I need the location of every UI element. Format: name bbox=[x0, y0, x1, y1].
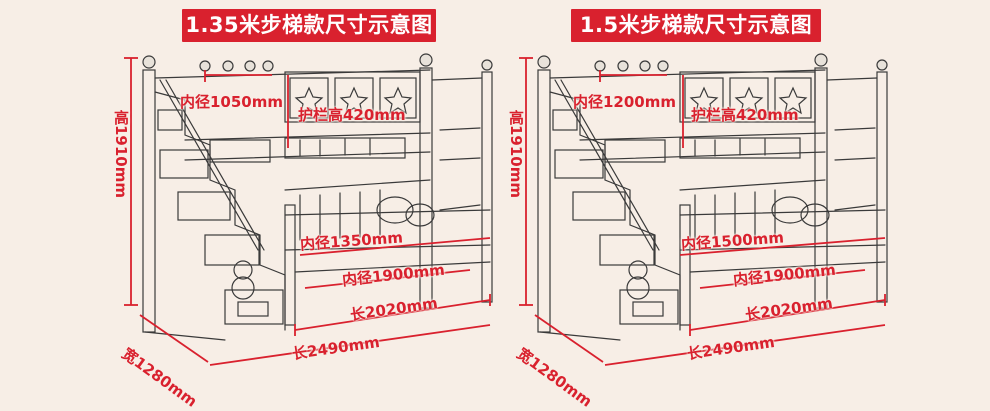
inner-diameter-top-label: 内径1050mm bbox=[180, 93, 284, 111]
diagram-panel-135: 1.35米步梯款尺寸示意图 bbox=[0, 0, 495, 411]
guardrail-height-label: 护栏高420mm bbox=[691, 106, 799, 124]
panel-title: 1.5米步梯款尺寸示意图 bbox=[571, 9, 821, 42]
panel-title: 1.35米步梯款尺寸示意图 bbox=[182, 9, 436, 42]
height-label: 高1910mm bbox=[112, 110, 130, 199]
inner-diameter-top-label: 内径1200mm bbox=[573, 93, 677, 111]
bunk-bed-sketch bbox=[124, 53, 493, 366]
diagram-panel-150: 1.5米步梯款尺寸示意图 bbox=[495, 0, 990, 411]
bunk-bed-sketch bbox=[519, 53, 888, 366]
guardrail-height-label: 护栏高420mm bbox=[298, 106, 406, 124]
height-label: 高1910mm bbox=[507, 110, 525, 199]
